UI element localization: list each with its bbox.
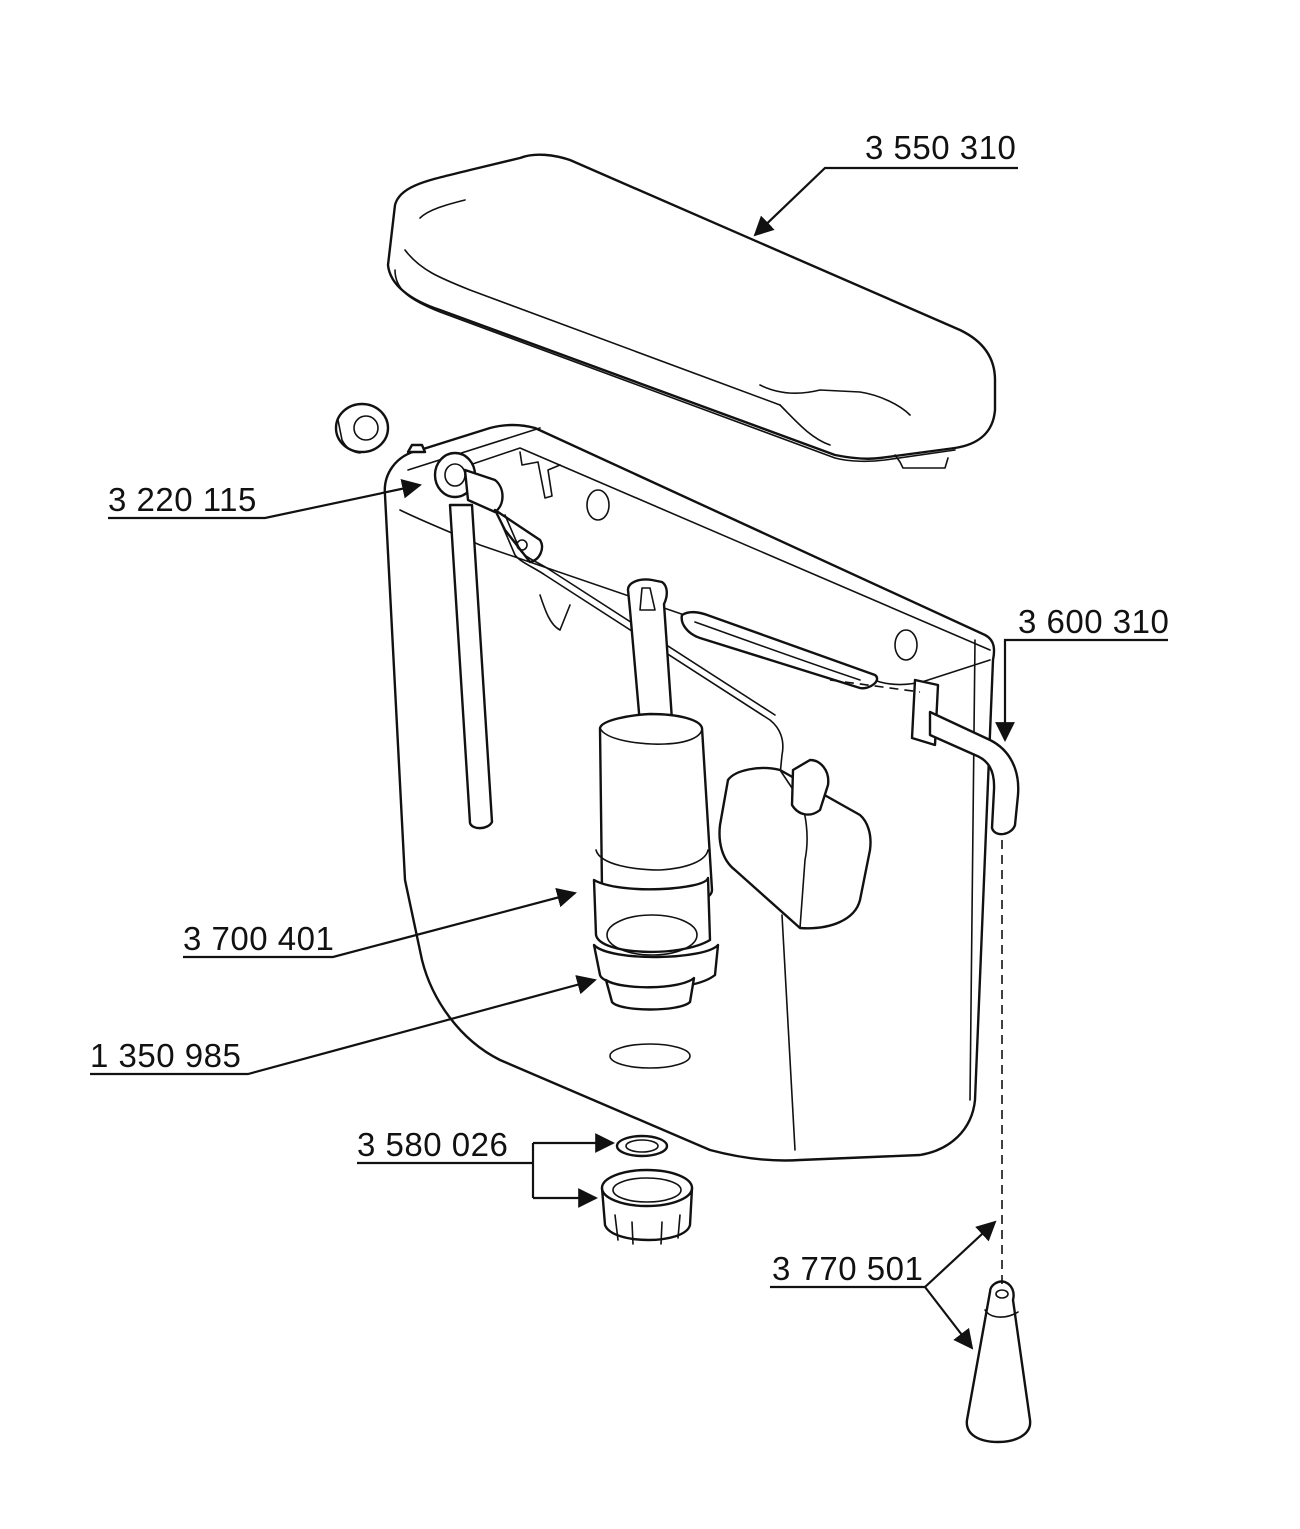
lever-arm bbox=[680, 610, 879, 690]
part-number-3-580-026: 3 580 026 bbox=[357, 1126, 508, 1163]
float bbox=[718, 758, 872, 930]
leader-3-550-310 bbox=[753, 166, 1018, 237]
part-number-3-700-401: 3 700 401 bbox=[183, 920, 334, 957]
flush-valve-assembly bbox=[592, 578, 720, 1011]
leader-3-770-501 bbox=[770, 1220, 997, 1350]
part-number-3-770-501: 3 770 501 bbox=[772, 1250, 923, 1287]
outlet-nut bbox=[600, 1168, 694, 1245]
outlet-washer bbox=[615, 1134, 669, 1158]
inlet-washer bbox=[334, 402, 390, 454]
part-number-3-600-310: 3 600 310 bbox=[1018, 603, 1169, 640]
part-number-1-350-985: 1 350 985 bbox=[90, 1037, 241, 1074]
fill-tube bbox=[448, 503, 494, 830]
alignment-line-lever bbox=[829, 679, 921, 693]
external-lever-handle bbox=[910, 678, 1020, 836]
leader-3-220-115 bbox=[108, 479, 422, 520]
leader-3-600-310 bbox=[995, 638, 1168, 742]
leader-1-350-985 bbox=[90, 975, 597, 1076]
part-number-3-220-115: 3 220 115 bbox=[108, 481, 257, 518]
leader-3-700-401 bbox=[183, 887, 577, 959]
part-number-3-550-310: 3 550 310 bbox=[865, 129, 1016, 166]
tank-lid bbox=[386, 153, 997, 469]
leader-3-580-026 bbox=[357, 1133, 615, 1208]
handle-knob bbox=[965, 1280, 1032, 1444]
